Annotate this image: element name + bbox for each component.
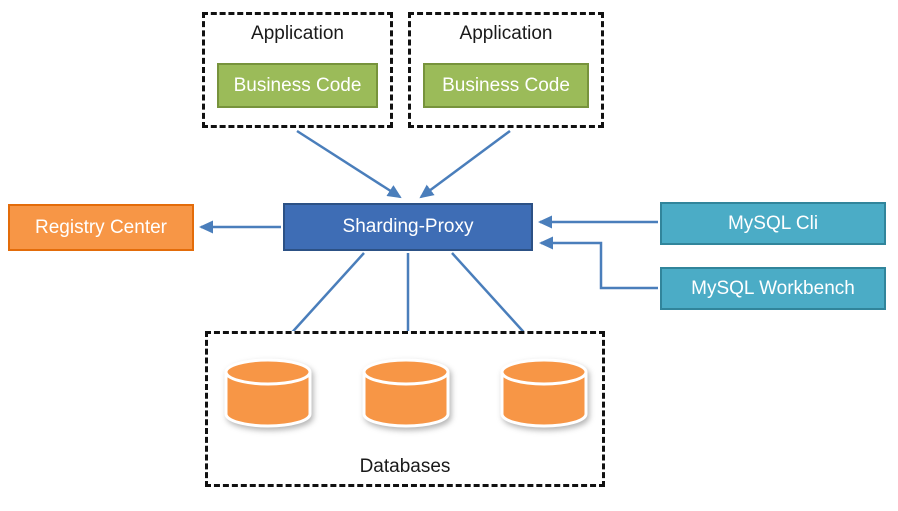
databases-label: Databases xyxy=(359,456,451,477)
business-code-box-2: Business Code xyxy=(423,63,589,108)
database-cylinder-3 xyxy=(500,358,588,428)
database-cylinder-3-top xyxy=(500,358,588,386)
registry-center-box: Registry Center xyxy=(8,204,194,251)
mysql-workbench-label: MySQL Workbench xyxy=(691,277,855,299)
business-code-box-1: Business Code xyxy=(217,63,378,108)
application-box-1: Application Business Code xyxy=(202,12,393,128)
mysql-cli-label: MySQL Cli xyxy=(727,212,819,234)
application-box-2: Application Business Code xyxy=(408,12,604,128)
arrow-app2-to-proxy xyxy=(419,129,511,199)
database-cylinder-1-top xyxy=(224,358,312,386)
registry-center-label: Registry Center xyxy=(35,216,167,238)
database-cylinder-2 xyxy=(362,358,450,428)
business-code-2-label: Business Code xyxy=(442,74,570,96)
arrow-app1-to-proxy xyxy=(296,129,402,199)
application-1-title: Application xyxy=(251,23,344,44)
sharding-proxy-label: Sharding-Proxy xyxy=(342,216,474,237)
mysql-cli-box: MySQL Cli xyxy=(660,202,886,245)
business-code-1-label: Business Code xyxy=(233,74,362,96)
databases-box: Databases xyxy=(205,331,605,487)
mysql-workbench-box: MySQL Workbench xyxy=(660,267,886,310)
database-cylinder-3-body xyxy=(500,372,588,428)
database-cylinder-2-top xyxy=(362,358,450,386)
sharding-proxy-box: Sharding-Proxy xyxy=(283,203,533,251)
arrow-workbench-to-proxy xyxy=(539,236,658,290)
database-cylinder-2-body xyxy=(362,372,450,428)
application-2-title: Application xyxy=(459,23,553,44)
database-cylinder-1-body xyxy=(224,372,312,428)
database-cylinder-1 xyxy=(224,358,312,428)
